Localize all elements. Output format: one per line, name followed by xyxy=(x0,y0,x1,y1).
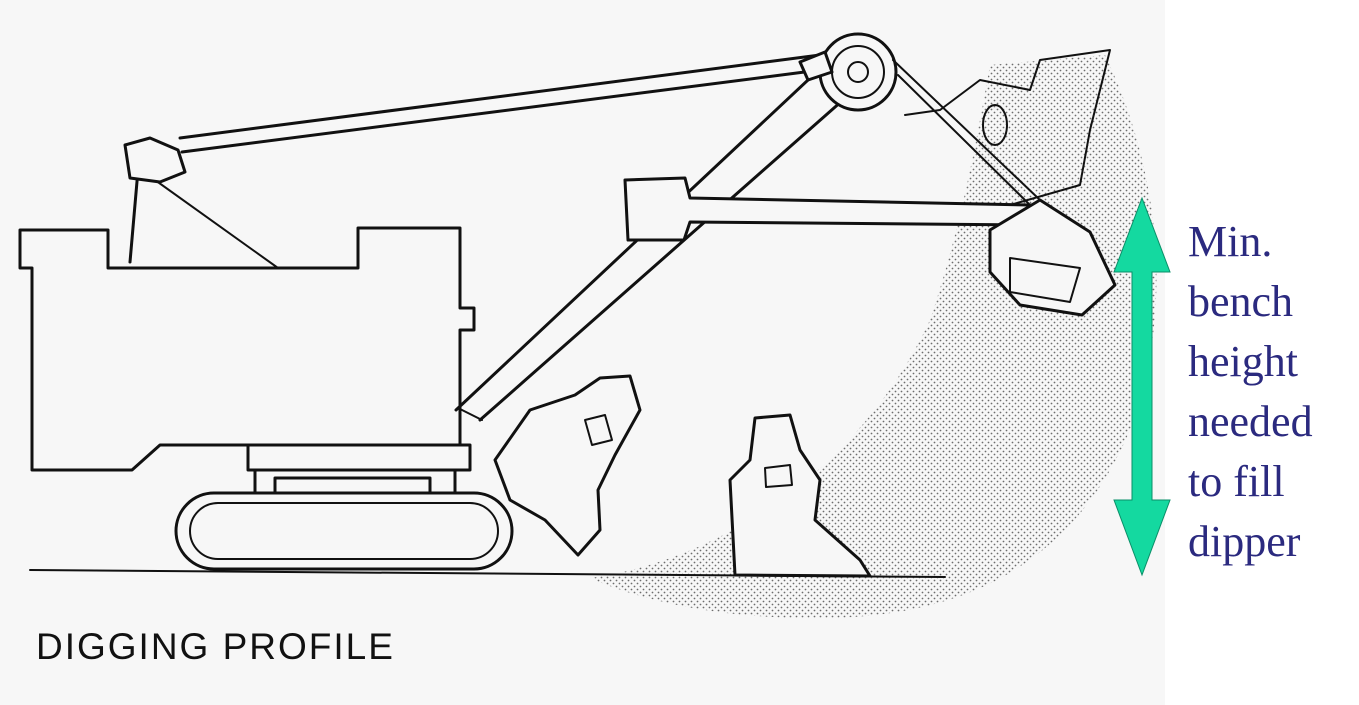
annotation-line-2: bench xyxy=(1188,277,1294,326)
machinery-house xyxy=(18,226,476,472)
annotation-line-3: height xyxy=(1188,337,1298,386)
annotation-line-1: Min. xyxy=(1188,217,1273,266)
dipper-mid-position xyxy=(493,374,642,557)
lower-frame xyxy=(246,443,472,495)
annotation-line-5: to fill xyxy=(1188,457,1285,506)
annotation-line-6: dipper xyxy=(1188,517,1301,566)
digging-envelope-stipple xyxy=(590,55,1157,619)
a-frame-gantry xyxy=(123,136,279,269)
bench-height-annotation: Min. bench height needed to fill dipper xyxy=(1188,212,1353,572)
dipper-top-position xyxy=(904,49,1117,317)
dipper-low-position xyxy=(728,413,872,578)
boom-point-sheave xyxy=(798,32,898,112)
hoist-rope xyxy=(892,59,1041,206)
figure-title: DIGGING PROFILE xyxy=(36,626,395,667)
bench-height-arrow xyxy=(1113,196,1171,577)
crawler-track xyxy=(174,491,514,571)
annotation-line-4: needed xyxy=(1188,397,1313,446)
boom-suspension-ropes xyxy=(178,53,822,154)
